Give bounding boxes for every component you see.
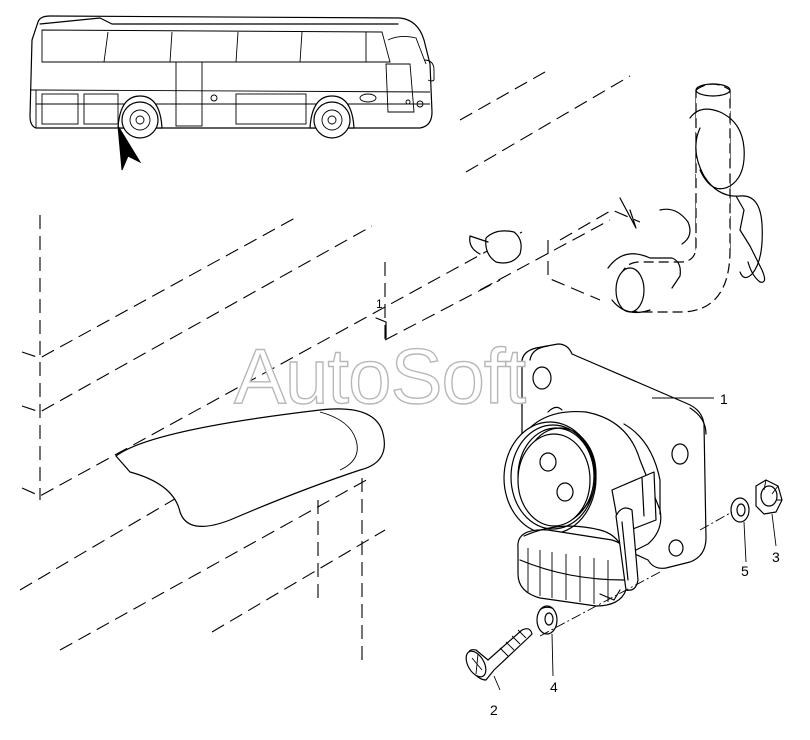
air-line-assembly: [469, 83, 766, 313]
screw-part: [465, 628, 533, 681]
callout-lock-washer: 5: [741, 563, 749, 579]
vehicle-frame-outline: [19, 71, 631, 660]
locator-arrow-icon: [117, 125, 142, 171]
callout-socket: 1: [720, 391, 728, 407]
callout-nut: 3: [772, 549, 780, 565]
assembly-axis-lines: [539, 511, 733, 637]
bus-locator-thumbnail: [29, 15, 435, 171]
washer-part: [536, 605, 558, 635]
watermark: AutoSoft: [234, 332, 527, 420]
section-marker-label: 1: [376, 297, 383, 311]
socket-assembly: [503, 343, 707, 607]
nut-part: [755, 479, 783, 515]
callout-screw: 2: [490, 702, 498, 718]
callout-washer: 4: [550, 679, 558, 695]
leader-lines: [493, 397, 777, 691]
lock-washer-part: [730, 497, 750, 523]
